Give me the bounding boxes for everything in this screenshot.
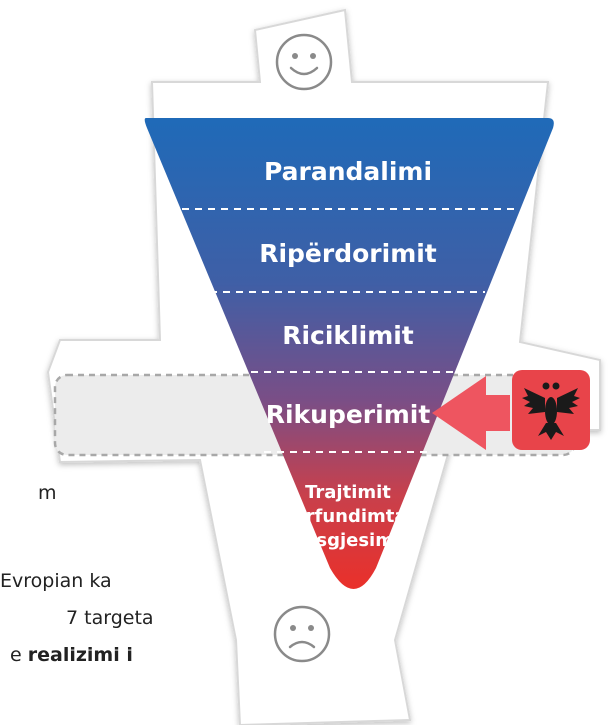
level-label-recovery: Rikuperimit (266, 400, 431, 429)
body-text-line-2: Evropian ka (0, 570, 112, 592)
level-label-recycling: Riciklimit (282, 321, 414, 350)
level-label-prevention: Parandalimi (264, 157, 432, 186)
level-label-disposal-line2: përfundimtar (281, 506, 416, 527)
pointer-arrow (432, 376, 510, 450)
body-text-line-1: m (38, 482, 57, 504)
hierarchy-funnel (144, 118, 554, 589)
level-label-disposal-line1: Trajtimit (305, 482, 391, 503)
body-text-line-3: 7 targeta (66, 607, 154, 629)
albania-eagle-flag-icon (512, 370, 590, 450)
level-label-disposal-line3: /Asgjesimi (296, 530, 400, 551)
body-text-line-4: e realizimi i (10, 644, 133, 666)
level-label-reuse: Ripërdorimit (259, 239, 437, 268)
sad-face-icon (273, 605, 331, 663)
smiley-face-icon (275, 33, 333, 91)
